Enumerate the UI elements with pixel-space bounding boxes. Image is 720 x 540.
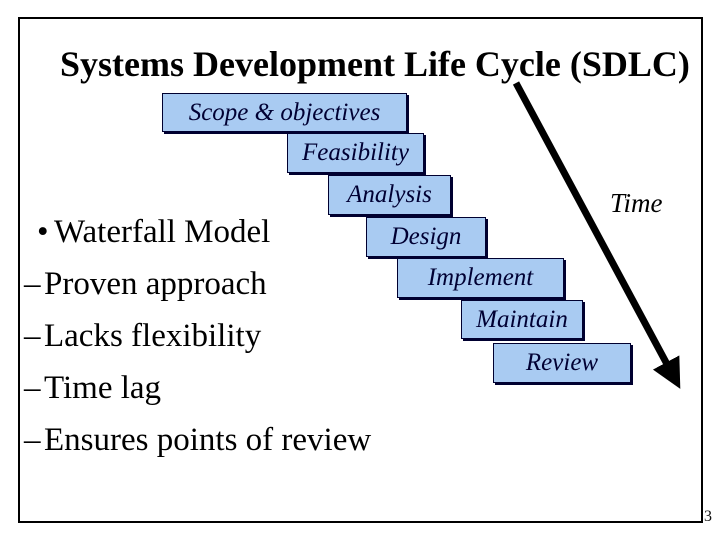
bullet-item-label: Waterfall Model [54, 214, 271, 250]
stage-box-implement: Implement [397, 258, 564, 298]
stage-box-scope-objectives: Scope & objectives [162, 93, 407, 132]
stage-box-review: Review [493, 343, 631, 383]
dash-marker: – [24, 370, 41, 406]
bullet-dot-marker: • [37, 214, 49, 250]
stage-box-feasibility: Feasibility [287, 133, 424, 173]
bullet-item-4: –Ensures points of review [0, 414, 470, 466]
bullet-item-0: •Waterfall Model [0, 206, 470, 258]
stage-label: Maintain [476, 305, 568, 333]
stage-box-maintain: Maintain [461, 300, 583, 339]
slide-title: Systems Development Life Cycle (SDLC) [60, 44, 690, 84]
stage-label: Scope & objectives [188, 98, 381, 126]
bullet-item-label: Lacks flexibility [44, 318, 262, 354]
stage-label: Feasibility [302, 139, 409, 166]
stage-label: Design [390, 223, 462, 250]
stage-label: Analysis [347, 181, 432, 208]
dash-marker: – [24, 266, 41, 302]
dash-marker: – [24, 318, 41, 354]
bullet-item-label: Ensures points of review [44, 422, 372, 458]
dash-marker: – [24, 422, 41, 458]
bullet-item-1: –Proven approach [0, 258, 470, 310]
page-number: 3 [704, 508, 712, 525]
time-axis-label: Time [610, 188, 663, 218]
stage-label: Review [525, 349, 599, 376]
bullet-item-label: Proven approach [44, 266, 267, 302]
stage-box-design: Design [366, 217, 486, 257]
bullet-item-3: –Time lag [0, 362, 470, 414]
stage-label: Implement [427, 264, 534, 291]
bullet-list: •Waterfall Model–Proven approach–Lacks f… [0, 206, 470, 466]
stage-box-analysis: Analysis [328, 175, 451, 215]
bullet-item-label: Time lag [44, 370, 162, 406]
bullet-item-2: –Lacks flexibility [0, 310, 470, 362]
